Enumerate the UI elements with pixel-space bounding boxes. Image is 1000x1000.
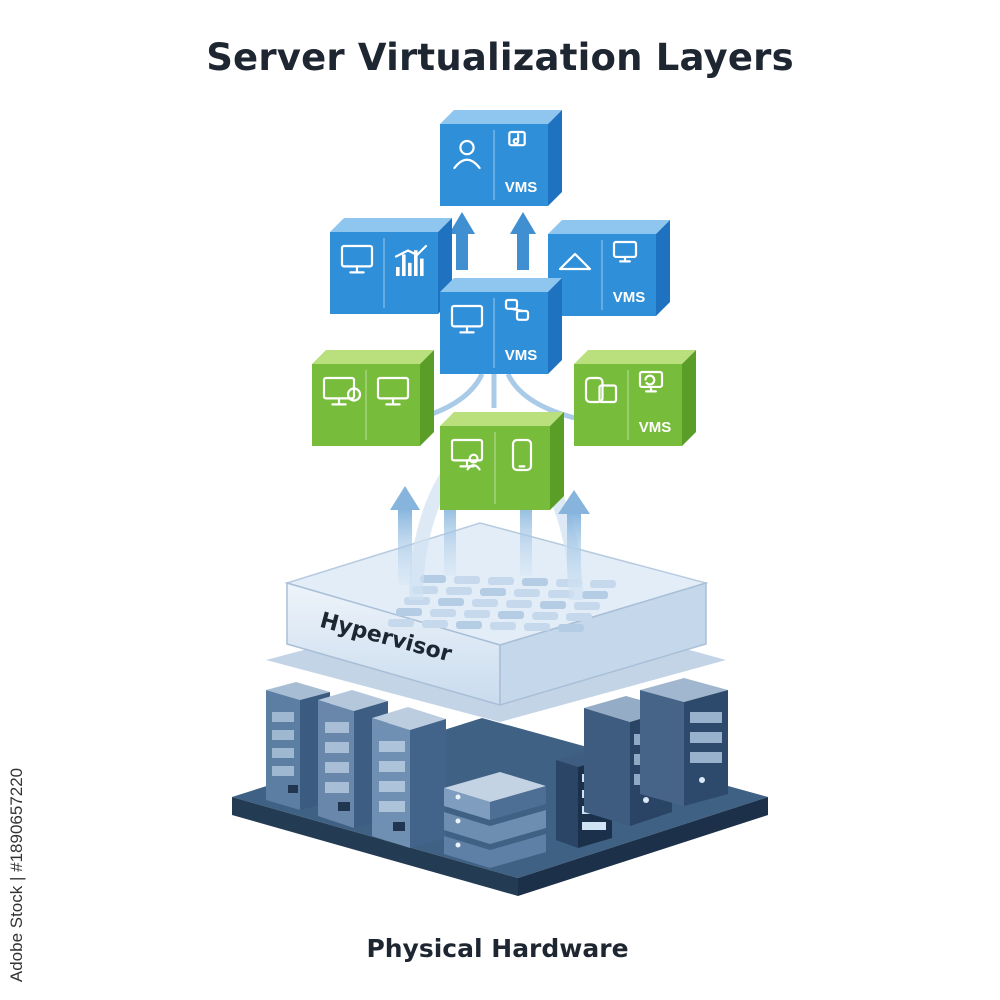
cube-side-face	[548, 278, 562, 374]
hypervisor-tile	[396, 608, 422, 616]
vm-cube-upper-right: VMS	[548, 220, 670, 316]
vms-label: VMS	[639, 419, 672, 436]
hypervisor-tile	[498, 611, 524, 619]
server-rack	[372, 707, 446, 848]
hypervisor-tile	[522, 578, 548, 586]
hardware-base-edge-right	[518, 797, 768, 896]
hypervisor-tile	[506, 600, 532, 608]
cube-top-face	[548, 220, 670, 234]
cube-front-face	[548, 234, 656, 316]
vms-label: VMS	[613, 289, 646, 306]
up-arrow	[558, 490, 590, 588]
monitor-icon	[612, 240, 638, 263]
music-document-icon	[508, 130, 526, 147]
monitor-icon	[340, 244, 374, 274]
devices-icon	[584, 376, 618, 404]
phone-icon	[511, 438, 533, 472]
stock-id-watermark: Adobe Stock | #1890657220	[5, 760, 29, 990]
vm-cube-lower-right: VMS	[574, 350, 696, 446]
hypervisor-tile	[566, 613, 592, 621]
vm-cube-center: VMS	[440, 278, 562, 374]
cube-top-face	[312, 350, 434, 364]
hypervisor-tile	[548, 590, 574, 598]
diagram-title: Server Virtualization Layers	[206, 36, 794, 79]
up-arrow	[510, 212, 536, 270]
device-icon	[376, 376, 410, 406]
cube-top-face	[330, 218, 452, 232]
hypervisor-tile	[446, 587, 472, 595]
user-settings-icon	[453, 139, 481, 170]
hypervisor-tile	[388, 619, 414, 627]
hypervisor-tile	[454, 576, 480, 584]
hypervisor-tile	[422, 620, 448, 628]
server-stack	[444, 772, 546, 868]
hypervisor-tile	[480, 588, 506, 596]
hypervisor-layer: Hypervisor	[266, 522, 726, 722]
up-arrow	[444, 498, 456, 576]
hypervisor-tile	[490, 622, 516, 630]
cube-side-face	[682, 350, 696, 446]
vm-cube-lower-left	[312, 350, 434, 446]
bar-chart-icon	[394, 244, 428, 276]
cube-side-face	[548, 110, 562, 206]
up-arrow	[520, 498, 532, 576]
hypervisor-tile	[558, 624, 584, 632]
vm-cube-top: VMS	[440, 110, 562, 206]
hypervisor-tile	[590, 580, 616, 588]
vm-cube-upper-left	[330, 218, 452, 314]
monitor-icon	[450, 304, 484, 334]
vms-label: VMS	[505, 347, 538, 364]
hypervisor-tile	[464, 610, 490, 618]
hardware-label: Physical Hardware	[366, 934, 629, 963]
physical-hardware-layer	[232, 678, 768, 896]
up-arrow	[390, 486, 420, 585]
cube-side-face	[656, 220, 670, 316]
hypervisor-grid	[388, 575, 616, 632]
server-rack	[640, 678, 728, 806]
hypervisor-tile	[540, 601, 566, 609]
hypervisor-tile	[438, 598, 464, 606]
hypervisor-tile	[532, 612, 558, 620]
hypervisor-tile	[420, 575, 446, 583]
hypervisor-tile	[574, 602, 600, 610]
cube-top-face	[574, 350, 696, 364]
vm-cubes: VMS VMS VMS VMS	[312, 110, 696, 510]
hypervisor-side	[499, 581, 707, 707]
vm-cube-bottom	[440, 412, 564, 510]
cube-side-face	[420, 350, 434, 446]
share-icon	[558, 252, 592, 271]
hardware-base-edge-left	[232, 797, 518, 896]
hypervisor-tile	[430, 609, 456, 617]
monitor-gear-icon	[322, 376, 362, 406]
up-arrow	[449, 212, 475, 270]
stock-id-text: Adobe Stock | #1890657220	[7, 767, 27, 983]
hypervisor-tile	[582, 591, 608, 599]
cube-top-face	[440, 110, 562, 124]
hypervisor-tile	[514, 589, 540, 597]
hypervisor-tile	[488, 577, 514, 585]
hypervisor-tile	[524, 623, 550, 631]
monitor-user-icon	[450, 438, 484, 471]
network-icon	[504, 298, 530, 321]
hypervisor-tile	[456, 621, 482, 629]
monitor-refresh-icon	[638, 370, 664, 393]
cube-side-face	[550, 412, 564, 510]
cube-top-face	[440, 412, 564, 426]
hypervisor-tile	[472, 599, 498, 607]
vms-label: VMS	[505, 179, 538, 196]
cube-top-face	[440, 278, 562, 292]
